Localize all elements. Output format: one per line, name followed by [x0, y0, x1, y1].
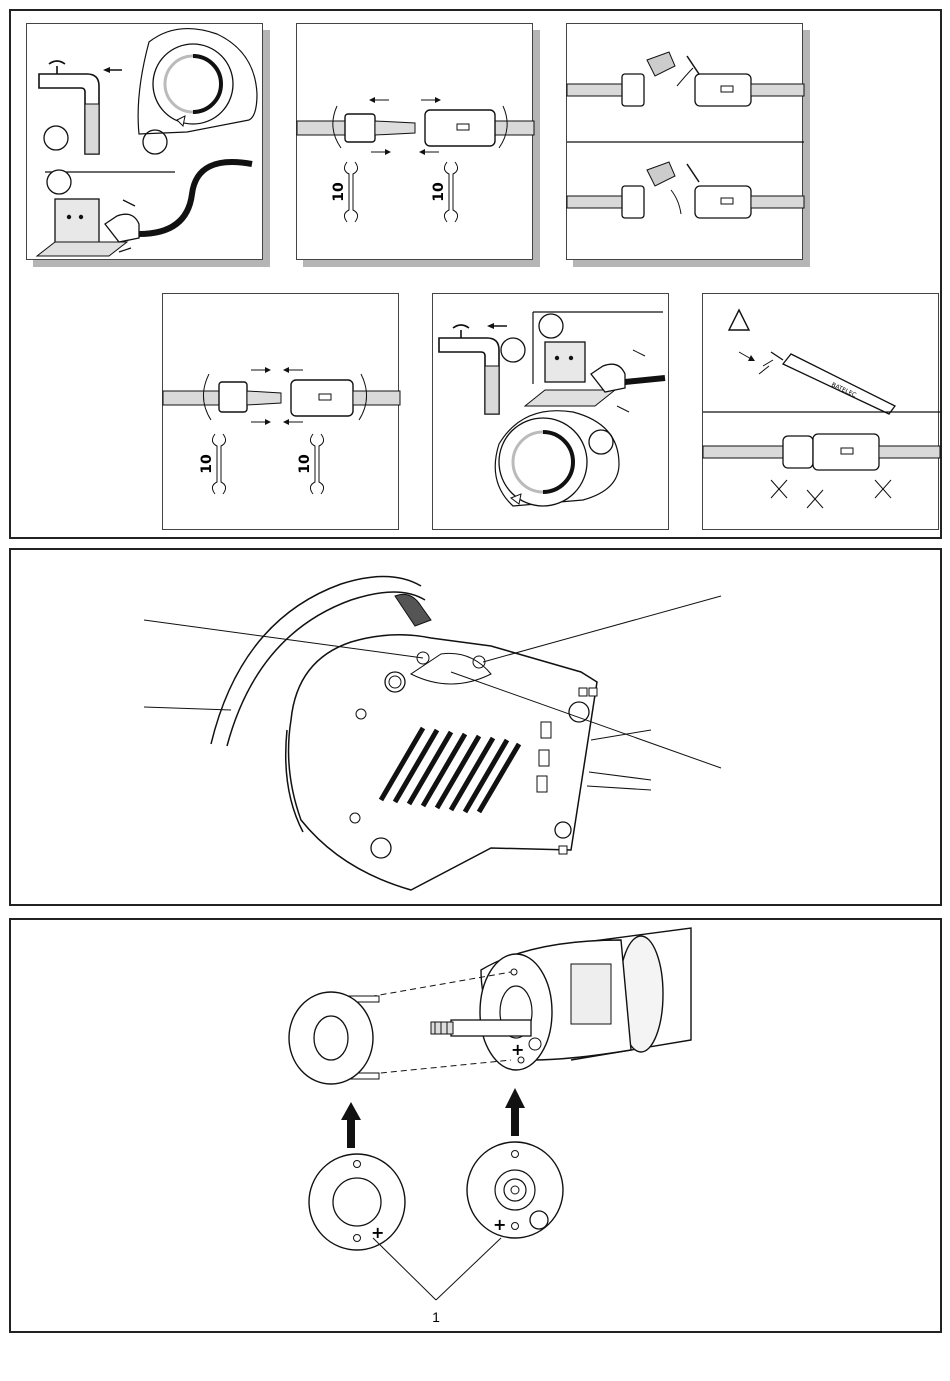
temperature-dial-icon	[138, 29, 257, 134]
step-circle	[539, 314, 563, 338]
panel-turn-off-and-unplug	[26, 23, 263, 260]
power-plug-icon	[525, 342, 665, 412]
callout-lines	[373, 1238, 501, 1300]
panel-reconnect-couplings: 10 10	[162, 293, 399, 530]
wrench-size-label: 10	[297, 454, 313, 474]
polarity-plus-label: +	[371, 1223, 384, 1242]
water-tap-icon	[439, 323, 507, 414]
polarity-plus-label: +	[493, 1215, 506, 1234]
anode-drawing: + +	[11, 920, 944, 1335]
steps-section: 10 10	[9, 9, 942, 539]
callout-number-label: 1	[432, 1309, 440, 1325]
up-arrow-icon	[341, 1102, 361, 1148]
anode-section: + +	[9, 918, 942, 1333]
upper-assembly	[567, 52, 804, 106]
temperature-dial-icon	[495, 411, 619, 506]
panel-6-drawing: BATELEC	[703, 294, 940, 531]
panel-1-drawing	[27, 24, 264, 261]
spray-nozzle-icon: BATELEC	[739, 352, 895, 414]
panel-2-drawing: 10 10	[297, 24, 534, 261]
panel-disconnect-couplings: 10 10	[296, 23, 533, 260]
electrode-rod	[431, 1020, 531, 1036]
panel-4-drawing: 10 10	[163, 294, 400, 531]
step-circle	[47, 170, 71, 194]
control-unit-drawing	[11, 550, 944, 908]
panel-filter-remove-refit	[566, 23, 803, 260]
control-unit-section	[9, 548, 942, 906]
screw-icon	[350, 813, 360, 823]
anode-face-view	[309, 1154, 405, 1250]
no-drip-icon	[771, 480, 891, 508]
polarity-plus-label: +	[511, 1040, 524, 1059]
lower-assembly	[567, 162, 804, 218]
panel-3-drawing	[567, 24, 804, 261]
warning-triangle-icon	[729, 310, 749, 330]
panel-5-drawing	[433, 294, 670, 531]
panel-turn-on-and-plug-in	[432, 293, 669, 530]
step-circle	[501, 338, 525, 362]
electrode-face-view	[467, 1142, 563, 1238]
screw-icon	[356, 709, 366, 719]
wrench-size-label: 10	[331, 182, 347, 202]
control-housing	[286, 635, 651, 890]
panel-warning-check-leaks: BATELEC	[702, 293, 939, 530]
left-coupling	[345, 114, 375, 142]
wrench-size-label: 10	[431, 182, 447, 202]
step-circle	[44, 126, 68, 150]
wrench-size-label: 10	[199, 454, 215, 474]
up-arrow-icon	[505, 1088, 525, 1136]
coupling-leak-check	[703, 434, 940, 470]
